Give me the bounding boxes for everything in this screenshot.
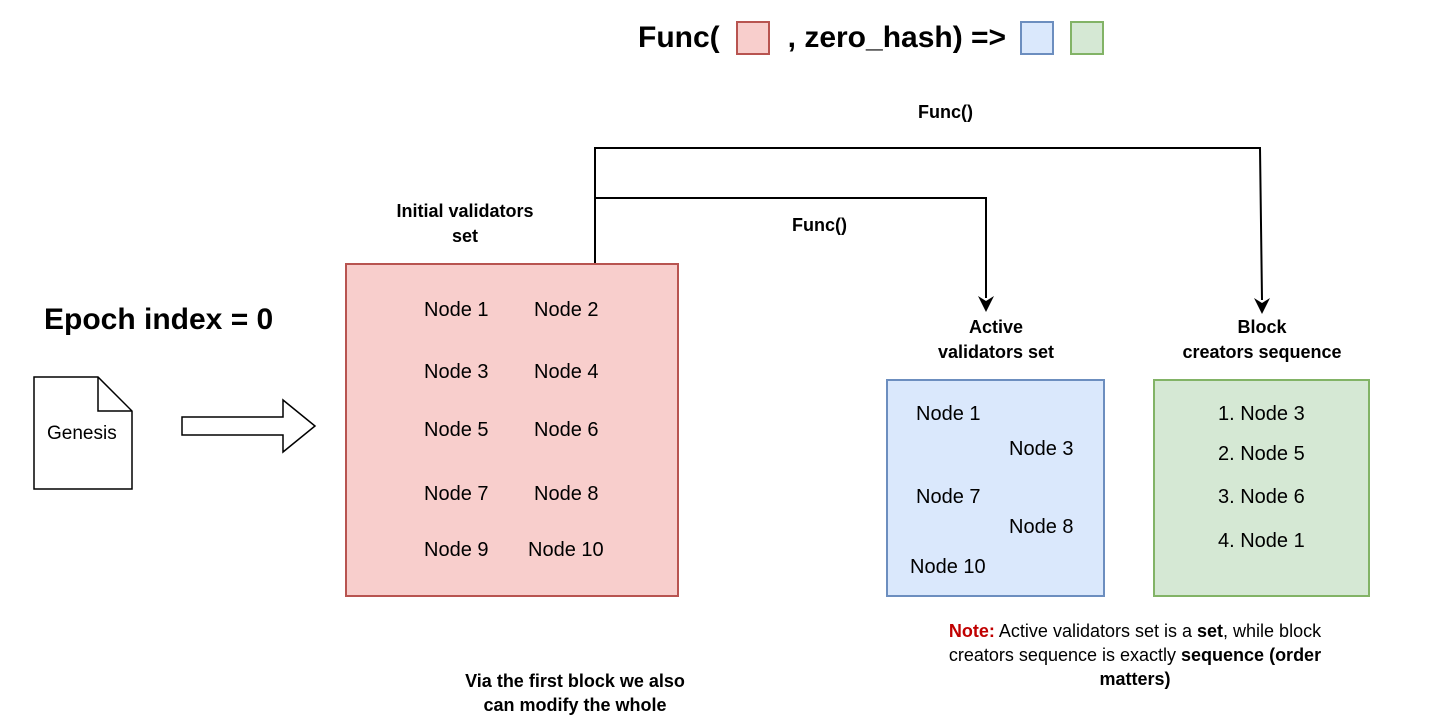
note-bold-set: set — [1197, 621, 1224, 641]
document-icon — [33, 376, 133, 490]
creators-sequence-title-line2: creators sequence — [1182, 342, 1342, 362]
initial-node-item: Node 4 — [534, 361, 599, 383]
inner-connector-arrowhead — [978, 296, 994, 312]
creators-sequence-title-line1: Block — [1237, 317, 1287, 337]
active-node-item: Node 10 — [910, 556, 986, 578]
active-node-item: Node 8 — [1009, 516, 1074, 538]
inner-connector-line — [595, 197, 987, 298]
initial-node-item: Node 2 — [534, 299, 599, 321]
formula-headline: Func( , zero_hash) => — [638, 18, 1105, 58]
formula-prefix: Func( — [638, 21, 720, 54]
genesis-label: Genesis — [47, 423, 117, 444]
sequence-item: 1. Node 3 — [1218, 403, 1305, 425]
outer-connector-line — [594, 147, 1263, 301]
initial-node-item: Node 10 — [528, 539, 604, 561]
inner-func-label: Func() — [792, 215, 847, 235]
note-text: Note: Active validators set is a set, wh… — [920, 619, 1350, 691]
active-node-item: Node 3 — [1009, 438, 1074, 460]
note-text-part1: Active validators set is a — [994, 621, 1198, 641]
active-node-item: Node 1 — [916, 403, 981, 425]
sequence-item: 2. Node 5 — [1218, 443, 1305, 465]
creators-sequence-title: Block creators sequence — [1152, 315, 1372, 365]
sequence-item: 3. Node 6 — [1218, 486, 1305, 508]
epoch-index-label: Epoch index = 0 — [44, 303, 274, 336]
formula-middle: , zero_hash) => — [787, 21, 1007, 54]
bottom-caption-line1: Via the first block we also — [465, 671, 685, 691]
active-set-title-line1: Active — [968, 317, 1024, 337]
note-bold-sequence: sequence (order matters) — [1099, 645, 1322, 689]
note-text-part2: , while block creators sequence is exact… — [948, 621, 1322, 665]
initial-node-item: Node 5 — [424, 419, 489, 441]
initial-set-title-line2: set — [451, 226, 478, 246]
sequence-swatch — [1070, 21, 1105, 55]
active-validators-box — [886, 379, 1105, 597]
initial-validators-box — [345, 263, 679, 597]
hollow-right-arrow-icon — [181, 398, 317, 454]
sequence-item: 4. Node 1 — [1218, 530, 1305, 552]
bottom-caption-line2: can modify the whole — [483, 695, 667, 715]
initial-node-item: Node 6 — [534, 419, 599, 441]
note-label: Note: — [948, 621, 995, 641]
top-func-label: Func() — [918, 102, 973, 122]
initial-set-title: Initial validators set — [365, 199, 565, 249]
outer-connector-arrowhead — [1254, 298, 1270, 314]
initial-node-item: Node 7 — [424, 483, 489, 505]
bottom-caption: Via the first block we also can modify t… — [420, 669, 730, 717]
creators-sequence-box — [1153, 379, 1370, 597]
initial-node-item: Node 3 — [424, 361, 489, 383]
active-set-swatch — [1020, 21, 1055, 55]
initial-node-item: Node 9 — [424, 539, 489, 561]
active-node-item: Node 7 — [916, 486, 981, 508]
active-set-title-line2: validators set — [937, 342, 1055, 362]
initial-set-title-line1: Initial validators — [396, 201, 534, 221]
initial-node-item: Node 8 — [534, 483, 599, 505]
active-set-title: Active validators set — [896, 315, 1096, 365]
input-set-swatch — [735, 21, 770, 55]
initial-node-item: Node 1 — [424, 299, 489, 321]
